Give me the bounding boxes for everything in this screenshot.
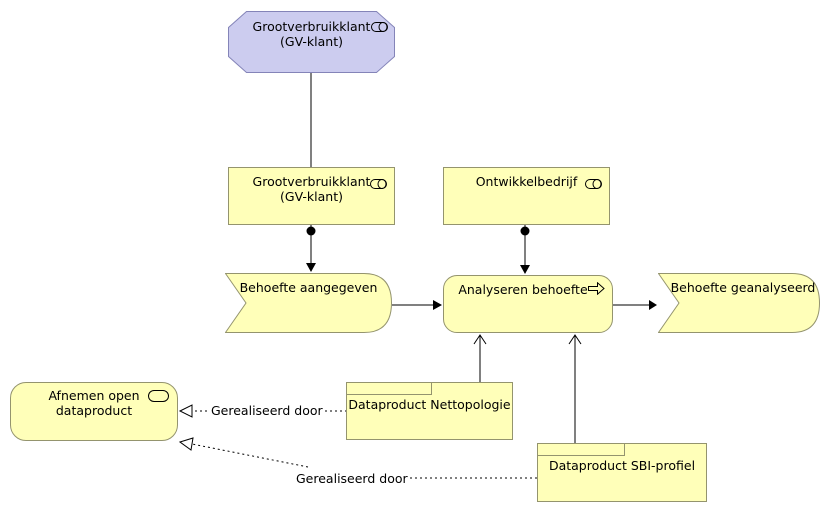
realization-triangle-1 <box>178 404 193 418</box>
serving-arrowhead-1 <box>473 334 487 345</box>
node-label: Ontwikkelbedrijf <box>475 174 578 189</box>
event-flag-shape <box>658 273 820 333</box>
trigger-arrowhead-2 <box>649 300 657 310</box>
role-icon <box>370 177 387 192</box>
role-icon <box>371 20 388 35</box>
edge-label-gerealiseerd-door-1: Gerealiseerd door <box>209 403 325 418</box>
node-ontwikkelbedrijf[interactable]: Ontwikkelbedrijf <box>443 167 610 225</box>
trigger-arrowhead-1 <box>433 300 442 310</box>
node-label: Afnemen open dataproduct <box>48 388 140 418</box>
realization-triangle-2 <box>178 437 194 451</box>
node-label: Behoefte geanalyseerd <box>670 280 816 295</box>
octagon-shape <box>228 11 395 73</box>
node-label: Dataproduct SBI-profiel <box>548 458 696 473</box>
serving-arrowhead-2 <box>568 334 582 345</box>
node-label: Dataproduct Nettopologie <box>348 397 511 412</box>
role-icon <box>585 177 602 192</box>
node-behoefte-geanalyseerd[interactable]: Behoefte geanalyseerd <box>658 273 820 333</box>
process-arrow-icon <box>588 281 605 298</box>
product-tab <box>346 382 432 395</box>
assignment-arrowhead-1 <box>306 263 316 272</box>
assignment-ball-2 <box>520 226 530 236</box>
node-label: Grootverbruikklant (GV-klant) <box>252 19 371 49</box>
event-flag-shape <box>225 273 392 333</box>
node-label: Analyseren behoefte <box>458 282 588 297</box>
node-analyseren-behoefte[interactable]: Analyseren behoefte <box>443 275 613 333</box>
node-grootverbruikklant-role[interactable]: Grootverbruikklant (GV-klant) <box>228 167 395 225</box>
product-tab <box>537 443 625 456</box>
node-label: Grootverbruikklant (GV-klant) <box>252 174 371 204</box>
service-pill-icon <box>148 390 169 405</box>
edge-label-gerealiseerd-door-2: Gerealiseerd door <box>294 471 410 486</box>
node-behoefte-aangegeven[interactable]: Behoefte aangegeven <box>225 273 392 333</box>
node-label: Behoefte aangegeven <box>239 280 378 295</box>
realization-line-2b <box>191 443 309 468</box>
assignment-arrowhead-2 <box>520 265 530 274</box>
node-grootverbruikklant-actor[interactable]: Grootverbruikklant (GV-klant) <box>228 11 395 73</box>
node-afnemen-open-dataproduct[interactable]: Afnemen open dataproduct <box>10 382 178 441</box>
node-dataproduct-nettopologie[interactable]: Dataproduct Nettopologie <box>346 382 513 440</box>
node-dataproduct-sbi-profiel[interactable]: Dataproduct SBI-profiel <box>537 443 707 502</box>
assignment-ball-1 <box>306 226 316 236</box>
